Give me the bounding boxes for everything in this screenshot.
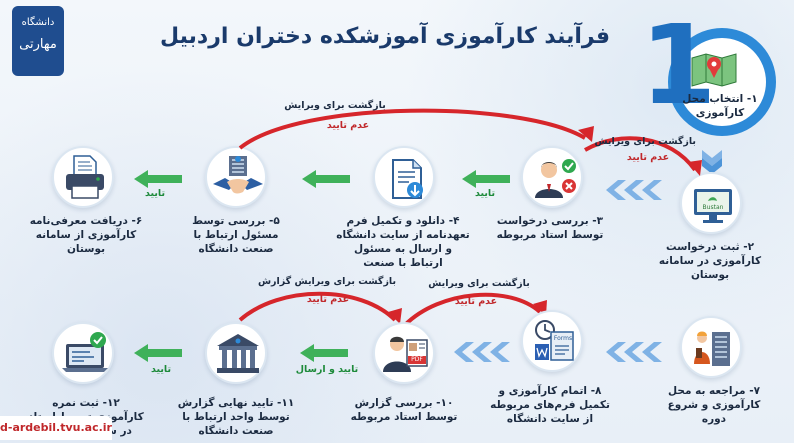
step-2-circle: Bustan xyxy=(680,172,742,234)
chevron-left-blue-icon xyxy=(606,342,662,362)
tag-approve-11-12: تایید xyxy=(150,364,172,375)
step-10-label: ۱۰- بررسی گزارش توسط استاد مربوطه xyxy=(350,397,458,423)
step-1-label: ۱- انتخاب محل کارآموزی xyxy=(682,93,758,119)
tag-return-report: بازگشت برای ویرایش گزارش xyxy=(257,276,397,287)
tag-reject-bottom-right: عدم تایید xyxy=(454,296,498,307)
step-6-label: ۶- دریافت معرفی‌نامه کارآموزی از سامانه … xyxy=(29,215,143,255)
step-10-circle: PDF xyxy=(373,322,435,384)
document-download-icon xyxy=(392,159,423,199)
bustan-label: Bustan xyxy=(702,204,724,211)
arrow-left-green-icon xyxy=(134,344,182,362)
step-5-label: ۵- بررسی توسط مسئول ارتباط با صنعت دانشگ… xyxy=(192,215,280,255)
tag-return-edit-bottom: بازگشت برای ویرایش xyxy=(428,278,530,289)
step-11-label: ۱۱- تایید نهایی گزارش توسط واحد ارتباط ب… xyxy=(177,397,295,437)
tag-reject-top: عدم تایید xyxy=(326,120,370,131)
arrow-left-green-icon xyxy=(462,170,510,188)
reviewer-person-icon xyxy=(535,159,576,198)
tag-approve-send: تایید و ارسال xyxy=(295,364,359,375)
forms-text: Forms xyxy=(553,335,573,342)
arrow-left-green-icon xyxy=(300,344,348,362)
step-2-label: ۲- ثبت درخواست کارآموزی در سامانه بوستان xyxy=(658,241,762,281)
logo-line-1: دانشگاه xyxy=(21,17,55,28)
step-7-label: ۷- مراجعه به محل کارآموزی و شروع دوره xyxy=(667,385,761,425)
step-11-circle xyxy=(205,322,267,384)
chevron-left-blue-icon xyxy=(454,342,510,362)
step-3-circle xyxy=(521,146,583,208)
step-4-circle xyxy=(373,146,435,208)
bustan-monitor-icon xyxy=(694,189,732,223)
forms-clock-icon xyxy=(535,320,574,361)
map-pin-icon xyxy=(691,53,737,87)
step-3-label: ۳- بررسی درخواست توسط استاد مربوطه xyxy=(496,215,604,241)
footer-url[interactable]: d-ardebil.tvu.ac.ir xyxy=(0,416,112,440)
page-title: فرآیند کارآموزی آموزشکده دختران اردبیل xyxy=(160,24,610,49)
tag-return-edit-right: بازگشت برای ویرایش xyxy=(594,136,696,147)
step-12-circle xyxy=(52,322,114,384)
pdf-text: PDF xyxy=(411,356,423,363)
arrow-left-green-icon xyxy=(134,170,182,188)
laptop-grade-icon xyxy=(62,332,108,372)
tag-reject-bottom-left: عدم تایید xyxy=(306,294,350,305)
step-6-circle xyxy=(52,146,114,208)
arrow-down-icon xyxy=(702,150,722,174)
worker-building-icon xyxy=(694,331,730,366)
step-4-label: ۴- دانلود و تکمیل فرم تعهدنامه از سایت د… xyxy=(336,215,470,269)
logo-line-2: مهارتی xyxy=(19,37,57,52)
step-8-circle: Forms xyxy=(521,310,583,372)
tag-approve-5-6: تایید xyxy=(144,188,166,199)
tag-reject-right: عدم تایید xyxy=(626,152,670,163)
university-building-icon xyxy=(217,334,259,373)
chevron-left-blue-icon xyxy=(606,180,662,200)
reviewer-pdf-icon xyxy=(383,336,428,372)
step-7-circle xyxy=(680,316,742,378)
university-logo: دانشگاه مهارتی xyxy=(12,6,64,76)
tag-approve-3-4: تایید xyxy=(474,188,496,199)
printer-icon xyxy=(66,155,104,199)
tag-return-edit-top: بازگشت برای ویرایش xyxy=(284,100,386,111)
handshake-building-icon xyxy=(213,156,263,194)
step-5-circle xyxy=(205,146,267,208)
arrow-left-green-icon xyxy=(302,170,350,188)
step-8-label: ۸- اتمام کارآموزی و تکمیل فرم‌های مربوطه… xyxy=(490,385,610,425)
